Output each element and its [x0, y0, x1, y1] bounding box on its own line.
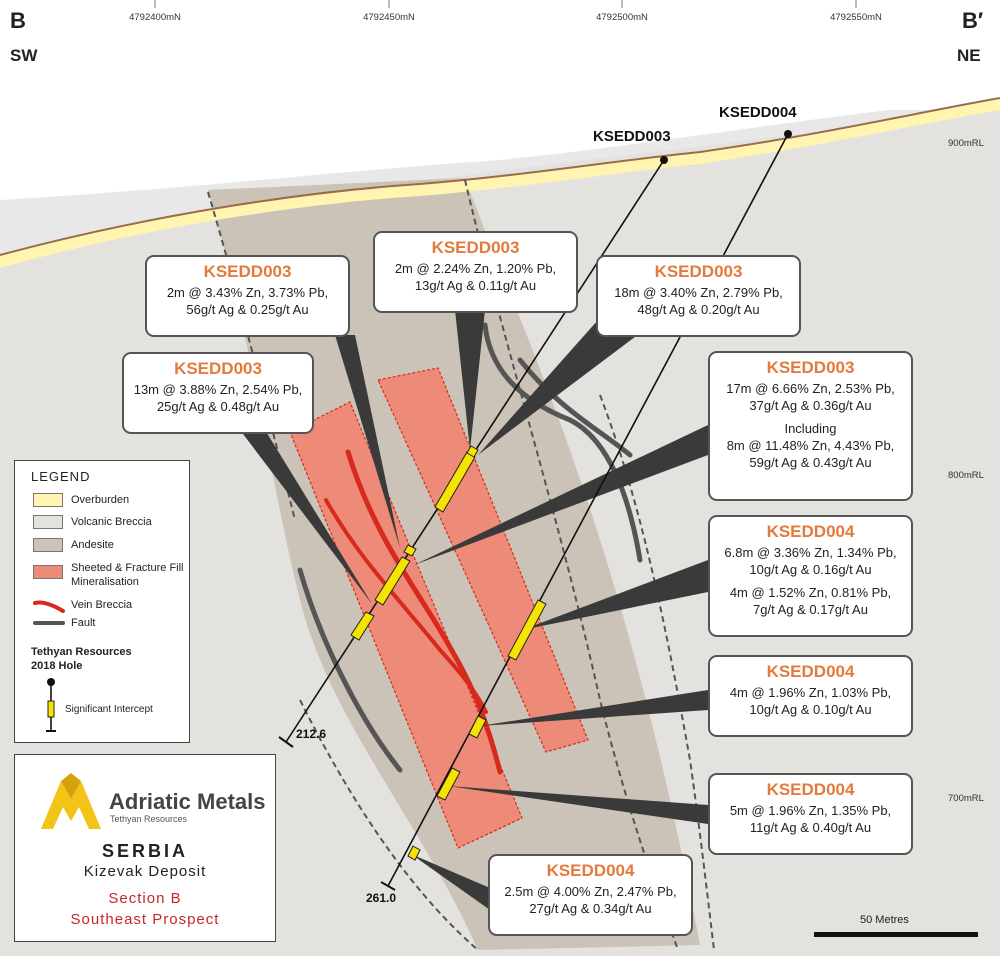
- legend-item: Fault: [71, 617, 96, 629]
- callout-hole: KSEDD003: [174, 359, 262, 378]
- country-title: SERBIA: [101, 841, 188, 861]
- legend-hole-heading: 2018 Hole: [31, 660, 83, 672]
- collar-ksedd004: [784, 130, 792, 138]
- legend-item: Andesite: [71, 539, 114, 551]
- callout-line: 13g/t Ag & 0.11g/t Au: [414, 278, 537, 293]
- collar-ksedd003: [660, 156, 668, 164]
- elevation-label: 800mRL: [948, 470, 984, 481]
- mineralisation-swatch: [33, 565, 63, 579]
- vein-breccia-swatch: [33, 600, 65, 613]
- intercept-callout: KSEDD003 18m @ 3.40% Zn, 2.79% Pb, 48g/t…: [596, 255, 801, 337]
- callout-line: 8m @ 11.48% Zn, 4.43% Pb,: [726, 438, 895, 453]
- hole-depth-ksedd003: 212.6: [296, 727, 327, 741]
- northing-label: 4792500mN: [596, 12, 648, 23]
- intercept-callout: KSEDD003 2m @ 3.43% Zn, 3.73% Pb, 56g/t …: [145, 255, 350, 337]
- callout-line: 25g/t Ag & 0.48g/t Au: [156, 399, 280, 414]
- intercept-callout: KSEDD004 6.8m @ 3.36% Zn, 1.34% Pb, 10g/…: [708, 515, 913, 637]
- elevation-label: 700mRL: [948, 793, 984, 804]
- vein-breccia-2: [324, 498, 488, 714]
- section-end-label: B′: [962, 8, 984, 33]
- title-block: Adriatic Metals Tethyan Resources SERBIA…: [14, 754, 276, 942]
- northing-label: 4792550mN: [830, 12, 882, 23]
- legend-hole-heading: Tethyan Resources: [31, 646, 132, 658]
- callout-hole: KSEDD003: [203, 262, 292, 281]
- callout-line: 37g/t Ag & 0.36g/t Au: [749, 398, 872, 413]
- intercept-callout: KSEDD003 17m @ 6.66% Zn, 2.53% Pb, 37g/t…: [708, 351, 913, 501]
- callout-line: 4m @ 1.52% Zn, 0.81% Pb,: [729, 585, 892, 600]
- legend-item: Vein Breccia: [71, 599, 133, 611]
- subsidiary-name: Tethyan Resources: [110, 814, 188, 824]
- intercept-callout: KSEDD003 2m @ 2.24% Zn, 1.20% Pb, 13g/t …: [373, 231, 578, 313]
- section-start-label: B: [10, 8, 26, 33]
- section-start-direction: SW: [10, 46, 38, 65]
- scale-bar-label: 50 Metres: [860, 914, 909, 926]
- legend-item: Sheeted & Fracture Fill Mineralisation: [71, 562, 184, 588]
- overburden-swatch: [33, 493, 63, 507]
- intercept-callout: KSEDD004 2.5m @ 4.00% Zn, 2.47% Pb, 27g/…: [488, 854, 693, 936]
- faults: [297, 322, 643, 773]
- callout-line: 27g/t Ag & 0.34g/t Au: [529, 901, 652, 916]
- callout-including: Including: [784, 421, 837, 436]
- fault-swatch: [33, 621, 65, 625]
- callout-line: 10g/t Ag & 0.10g/t Au: [749, 702, 872, 717]
- intercept-callout: KSEDD003 13m @ 3.88% Zn, 2.54% Pb, 25g/t…: [122, 352, 314, 434]
- ground-surface: [0, 97, 1000, 256]
- callout-line: 2.5m @ 4.00% Zn, 2.47% Pb,: [504, 884, 677, 899]
- elevation-label: 900mRL: [948, 138, 984, 149]
- northing-label: 4792450mN: [363, 12, 415, 23]
- callout-leaders: [240, 310, 708, 910]
- legend-item: Overburden: [71, 494, 130, 506]
- company-name: Adriatic Metals: [109, 789, 266, 814]
- callout-line: 10g/t Ag & 0.16g/t Au: [749, 562, 872, 577]
- section-end-direction: NE: [957, 46, 981, 65]
- legend-item: Volcanic Breccia: [71, 516, 152, 528]
- legend: LEGEND Overburden Volcanic Breccia Andes…: [14, 460, 190, 743]
- callout-line: 2m @ 3.43% Zn, 3.73% Pb,: [166, 285, 329, 300]
- andesite-swatch: [33, 538, 63, 552]
- prospect-name: Southeast Prospect: [70, 911, 220, 928]
- intercept-callout: KSEDD004 5m @ 1.96% Zn, 1.35% Pb, 11g/t …: [708, 773, 913, 855]
- volcanic-breccia-swatch: [33, 515, 63, 529]
- scale-bar: [814, 932, 978, 937]
- callout-line: 6.8m @ 3.36% Zn, 1.34% Pb,: [724, 545, 897, 560]
- drill-hole-symbol: [46, 678, 56, 732]
- legend-intercept-label: Significant Intercept: [65, 704, 153, 715]
- callout-line: 11g/t Ag & 0.40g/t Au: [749, 820, 872, 835]
- callout-line: 2m @ 2.24% Zn, 1.20% Pb,: [394, 261, 557, 276]
- callout-hole: KSEDD003: [766, 358, 855, 377]
- hole-depth-ksedd004: 261.0: [366, 891, 397, 905]
- callout-line: 56g/t Ag & 0.25g/t Au: [186, 302, 309, 317]
- callout-hole: KSEDD004: [766, 662, 855, 681]
- callout-hole: KSEDD004: [766, 780, 855, 799]
- mineralisation-zone-east: [377, 367, 589, 753]
- callout-line: 5m @ 1.96% Zn, 1.35% Pb,: [729, 803, 892, 818]
- company-logo-icon: [41, 773, 101, 829]
- hole-label-ksedd003: KSEDD003: [593, 128, 671, 145]
- callout-line: 59g/t Ag & 0.43g/t Au: [749, 455, 872, 470]
- callout-line: 17m @ 6.66% Zn, 2.53% Pb,: [726, 381, 895, 396]
- callout-hole: KSEDD003: [431, 238, 520, 257]
- mineralisation-zone-west: [289, 401, 523, 849]
- callout-line: 7g/t Ag & 0.17g/t Au: [753, 602, 868, 617]
- callout-line: 13m @ 3.88% Zn, 2.54% Pb,: [133, 382, 303, 397]
- hole-label-ksedd004: KSEDD004: [719, 104, 797, 121]
- overburden-unit: [0, 98, 1000, 268]
- andesite-unit: [208, 178, 700, 950]
- intercept-callout: KSEDD004 4m @ 1.96% Zn, 1.03% Pb, 10g/t …: [708, 655, 913, 737]
- callout-hole: KSEDD004: [766, 522, 855, 541]
- callout-hole: KSEDD004: [546, 861, 635, 880]
- callout-line: 48g/t Ag & 0.20g/t Au: [637, 302, 760, 317]
- callout-line: 4m @ 1.96% Zn, 1.03% Pb,: [729, 685, 892, 700]
- legend-title: LEGEND: [31, 469, 91, 484]
- deposit-name: Kizevak Deposit: [83, 863, 207, 880]
- intercept-markers: [350, 445, 547, 861]
- sky-area: [0, 0, 1000, 110]
- callout-hole: KSEDD003: [654, 262, 743, 281]
- section-name: Section B: [108, 890, 182, 907]
- callout-line: 18m @ 3.40% Zn, 2.79% Pb,: [614, 285, 783, 300]
- northing-label: 4792400mN: [129, 12, 181, 23]
